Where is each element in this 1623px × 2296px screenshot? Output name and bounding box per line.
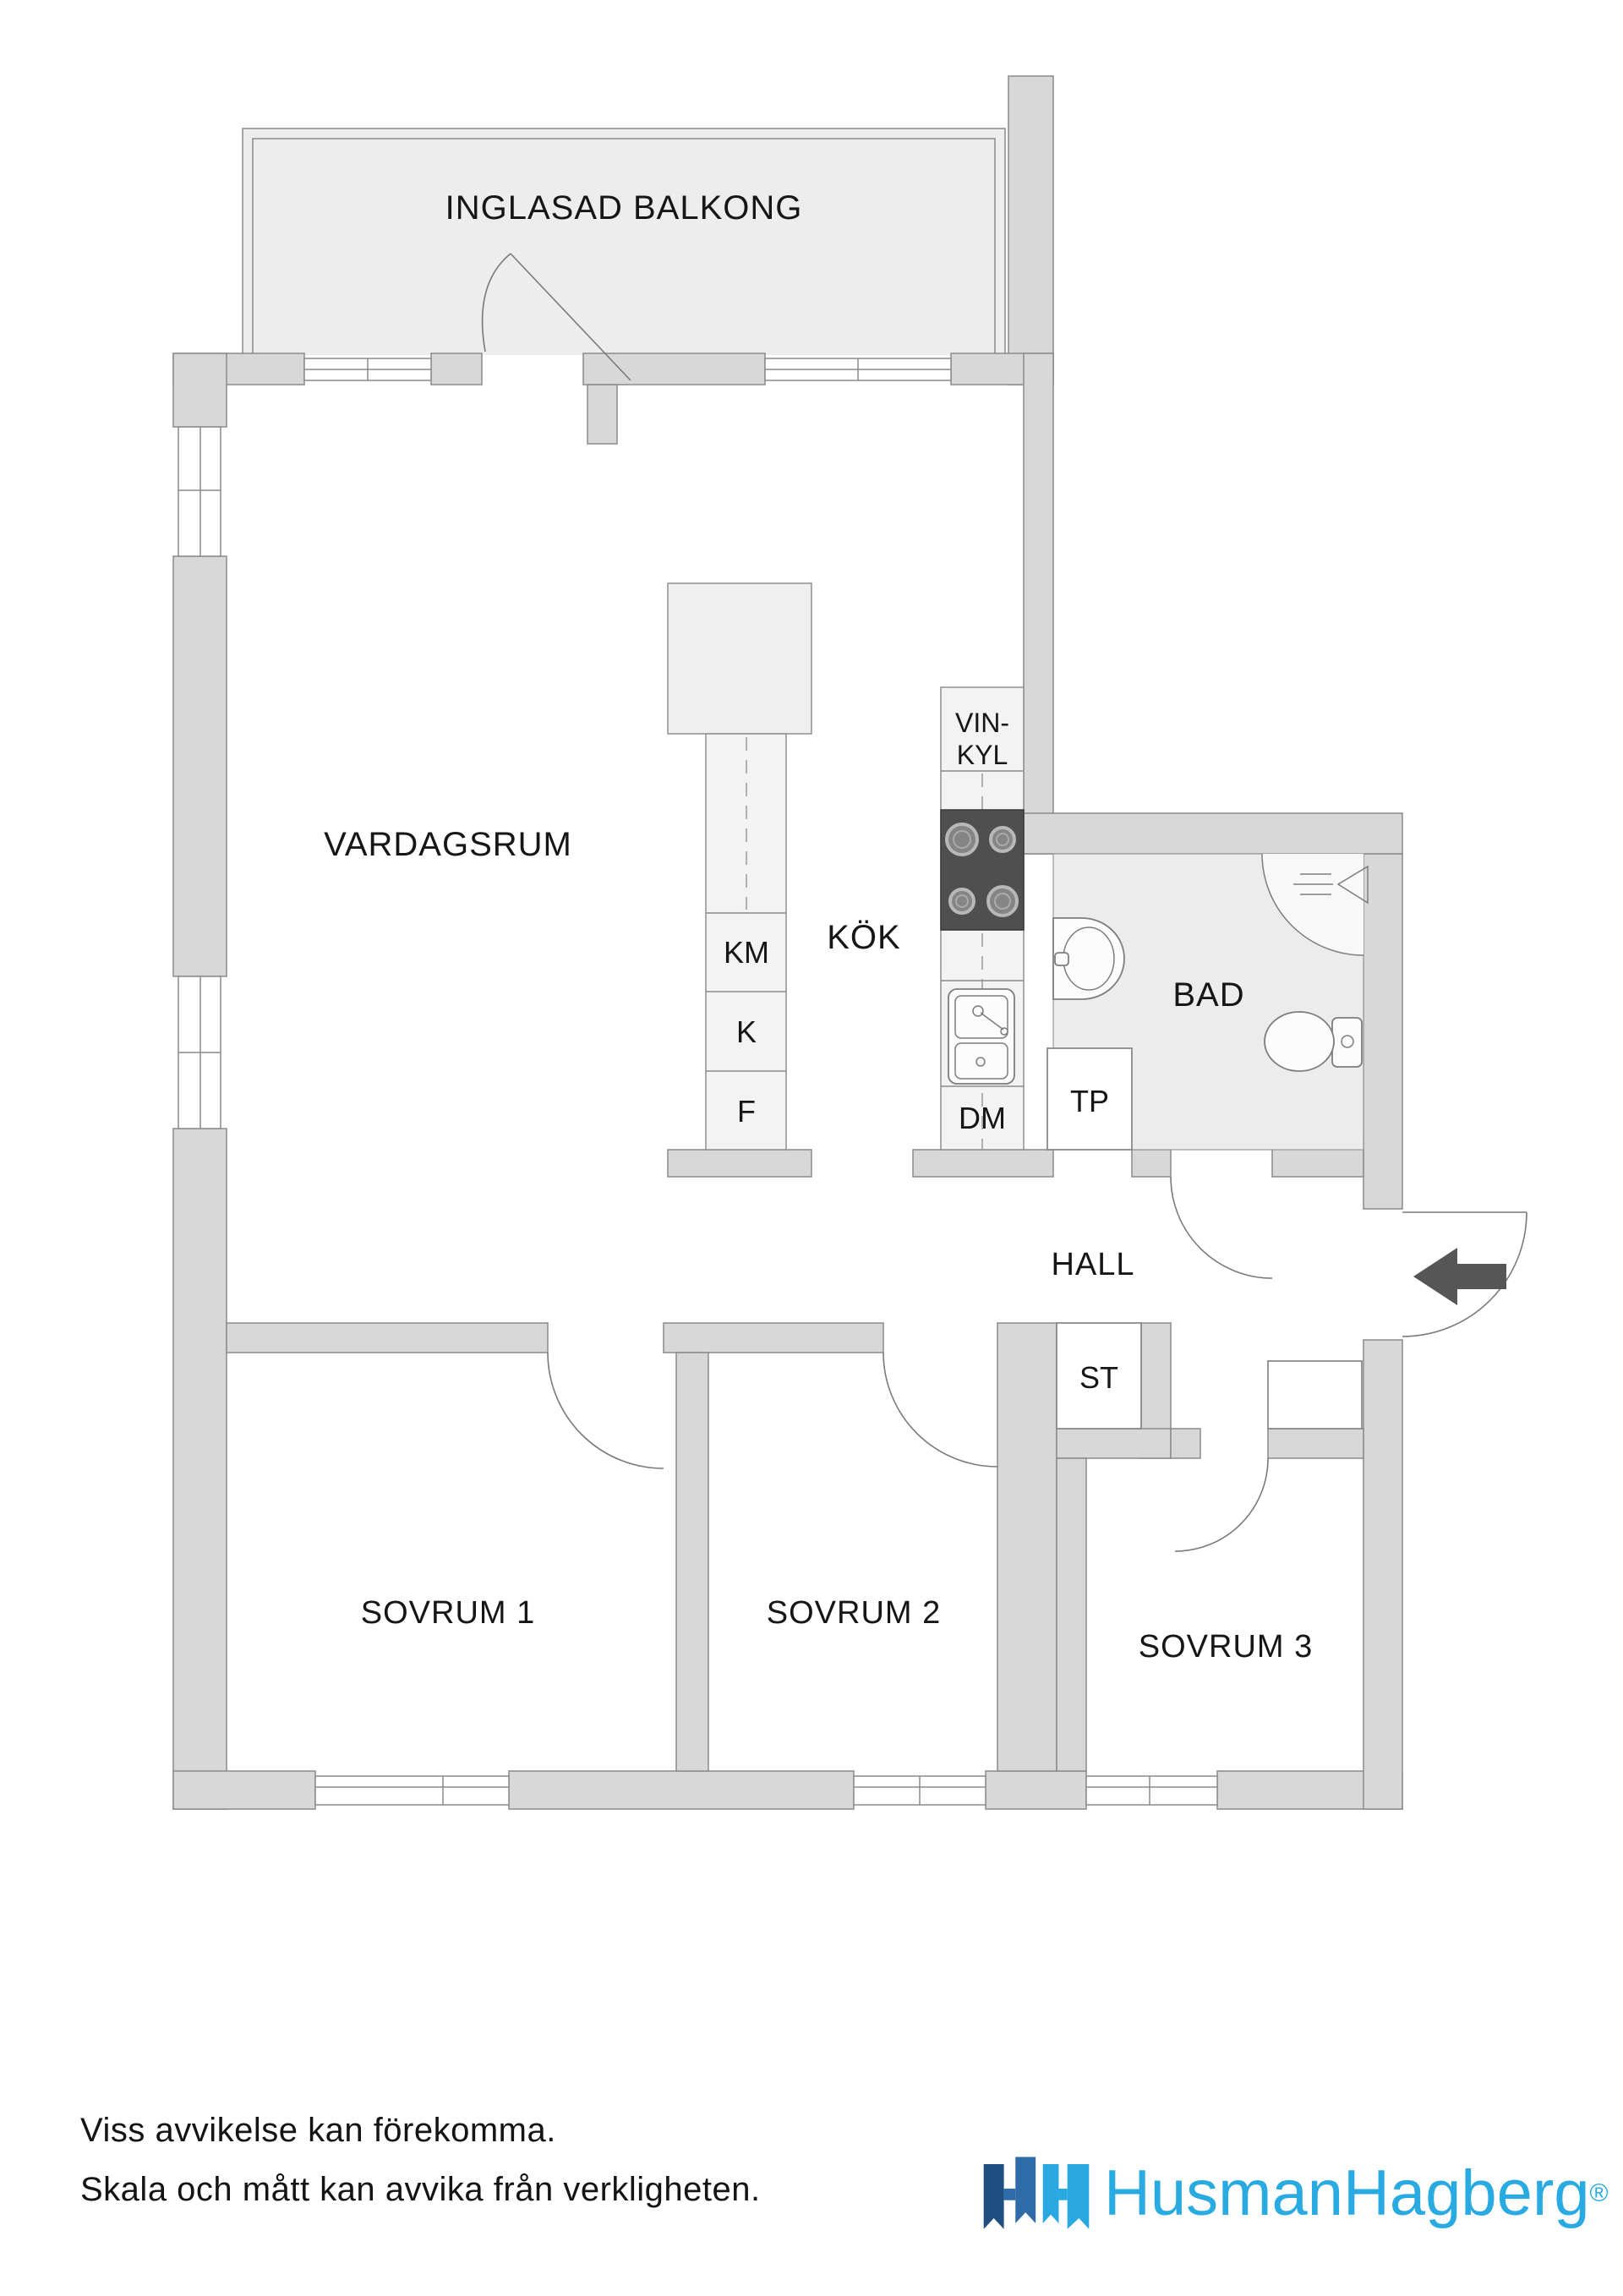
vinkyl-label-1: VIN-	[955, 708, 1009, 738]
kitchen-label: KÖK	[827, 919, 900, 956]
logo-brand-text: HusmanHagberg	[1104, 2157, 1590, 2229]
wall-bottom-3	[985, 1770, 1087, 1810]
dm-label: DM	[959, 1101, 1006, 1135]
balcony-glazing-outer	[242, 128, 1006, 355]
window-left-upper	[178, 426, 221, 557]
interior-walls	[226, 353, 1403, 1772]
kitchen-sink	[948, 988, 1015, 1085]
balcony	[242, 75, 1054, 385]
bedroom1-label: SOVRUM 1	[361, 1595, 535, 1631]
vinkyl-label-2: KYL	[957, 740, 1008, 770]
kitchen-island-counter	[705, 733, 787, 1151]
husmanhagberg-logo-mark-icon	[983, 2157, 1090, 2229]
storage-label: ST	[1079, 1360, 1118, 1395]
tp-cabinet	[1046, 1047, 1133, 1151]
hall-label: HALL	[1051, 1247, 1134, 1282]
wall-top-stub	[587, 384, 618, 445]
km-label: KM	[724, 935, 769, 970]
stove	[940, 809, 1025, 931]
living-label: VARDAGSRUM	[324, 826, 572, 863]
wall-left-2	[172, 555, 227, 977]
husmanhagberg-logo: HusmanHagberg ®	[982, 2154, 1609, 2233]
balcony-right-wall	[1008, 75, 1054, 385]
wall-right-2	[1363, 1339, 1403, 1810]
balcony-door	[481, 253, 631, 381]
window-bedroom1	[314, 1775, 510, 1806]
window-bedroom3	[1085, 1775, 1218, 1806]
f-label: F	[737, 1094, 756, 1129]
wall-bedroom3-left	[1056, 1457, 1087, 1772]
wall-bedroom1-2-divider	[675, 1352, 709, 1772]
k-label: K	[736, 1014, 757, 1049]
disclaimer-line-1: Viss avvikelse kan förekomma.	[80, 2112, 556, 2149]
shower-icon	[1293, 865, 1369, 905]
wall-left-3	[172, 1128, 227, 1810]
windows	[178, 358, 1218, 1806]
wall-top-2	[430, 353, 483, 385]
tp-label: TP	[1070, 1084, 1109, 1118]
wall-top-3	[582, 353, 766, 385]
window-left-lower	[178, 976, 221, 1129]
wall-bedroom3-top-2	[1267, 1428, 1364, 1459]
kitchen-island-block	[667, 582, 812, 735]
window-bedroom2	[853, 1775, 986, 1806]
wall-bedroom2-right	[997, 1322, 1057, 1772]
bathroom-door	[1170, 1176, 1273, 1279]
bathroom-sink	[1052, 917, 1125, 1000]
shower-arc	[1261, 853, 1364, 956]
wall-left-1	[172, 353, 227, 428]
bedroom1-door	[547, 1352, 664, 1469]
exterior-walls	[172, 353, 1403, 1810]
bathroom	[1046, 853, 1369, 1151]
labels: INGLASAD BALKONG VARDAGSRUM KÖK BAD HALL…	[324, 189, 1313, 1665]
wall-bedrooms-top-1	[226, 1322, 549, 1353]
balcony-glazing-inner	[252, 138, 996, 355]
wall-kitchen-right	[1023, 353, 1054, 855]
doors	[481, 253, 1527, 1552]
logo-registered-mark: ®	[1589, 2179, 1609, 2207]
wall-right-1	[1363, 853, 1403, 1210]
entrance-door	[1402, 1211, 1527, 1337]
balcony-label: INGLASAD BALKONG	[445, 189, 803, 227]
bedroom3-door	[1174, 1457, 1269, 1552]
disclaimer-line-2: Skala och mått kan avvika från verklighe…	[80, 2171, 761, 2208]
kitchen	[667, 582, 1025, 1151]
storage-closet	[1056, 1322, 1142, 1430]
shower-area	[1262, 854, 1363, 955]
bathroom-label: BAD	[1172, 976, 1244, 1014]
bedroom3-wardrobe	[1267, 1360, 1363, 1430]
wall-bottom-2	[508, 1770, 855, 1810]
wall-bottom-1	[172, 1770, 316, 1810]
entrance-arrow-icon	[1413, 1248, 1506, 1305]
bedroom2-label: SOVRUM 2	[767, 1595, 941, 1631]
balcony-floor	[243, 128, 1005, 355]
wall-bath-bottom-1	[1131, 1149, 1172, 1178]
wall-kitchen-band-left	[667, 1149, 812, 1178]
toilet	[1264, 1011, 1363, 1072]
wall-bath-top	[1023, 812, 1403, 855]
window-top-2	[764, 358, 952, 381]
wall-bedroom3-top-1	[1170, 1428, 1201, 1459]
bedroom2-door	[883, 1352, 998, 1468]
wall-storage-bottom	[1056, 1428, 1172, 1459]
wall-bedrooms-top-2	[663, 1322, 884, 1353]
bedroom3-label: SOVRUM 3	[1139, 1629, 1313, 1665]
window-top-1	[303, 358, 432, 381]
wall-kitchen-band-right	[912, 1149, 1054, 1178]
